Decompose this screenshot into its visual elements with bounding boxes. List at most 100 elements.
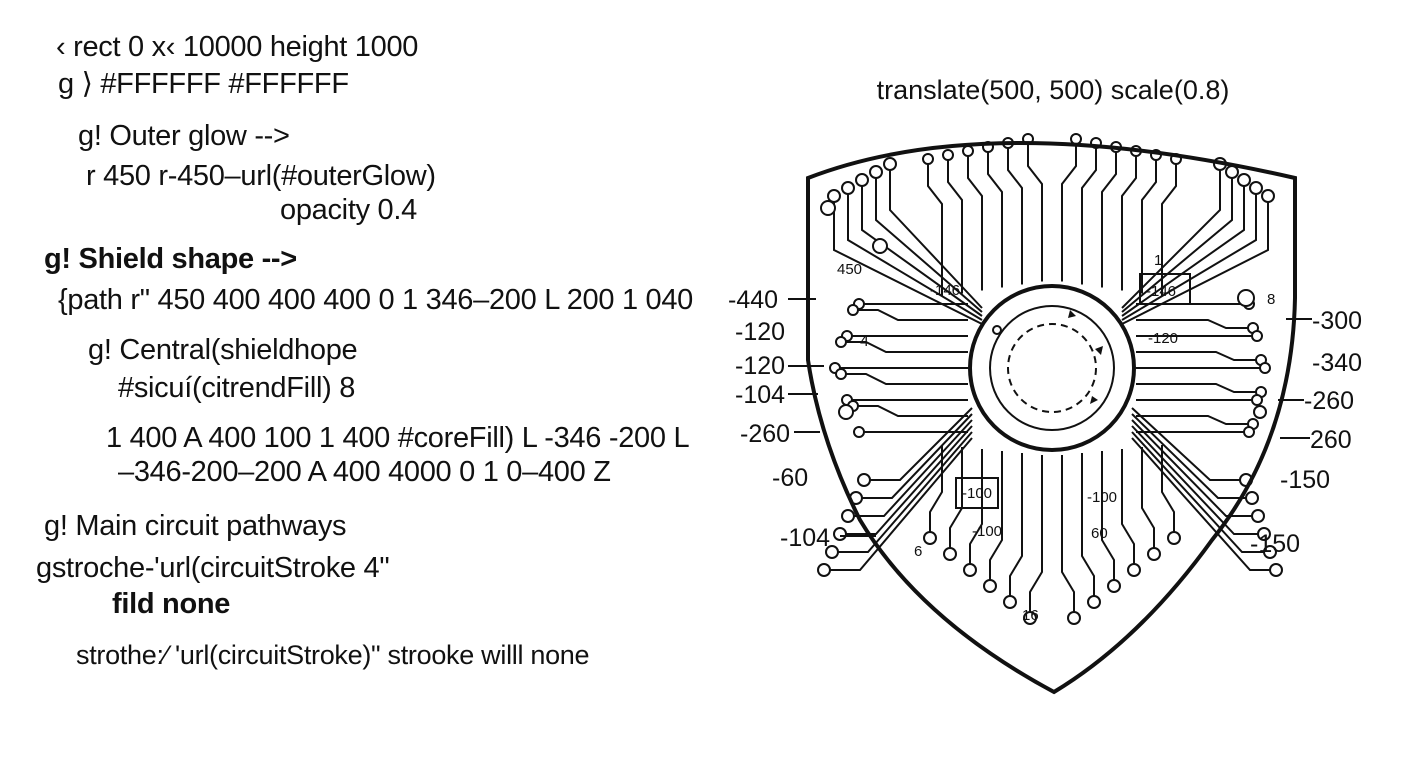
circuit-node — [857, 473, 871, 487]
circuit-node — [1167, 531, 1181, 545]
circuit-trace — [1136, 319, 1248, 329]
right-axis-labels: -300 -340 -260 260 -150 -150 — [1250, 307, 1362, 558]
circuit-trace — [1061, 455, 1075, 612]
label-box — [1139, 273, 1191, 305]
inner-labels: 450 -146 1 -146 8 4 -120 -100 -100 -100 … — [837, 252, 1275, 624]
circuit-trace — [1136, 415, 1248, 425]
circuit-trace — [846, 341, 968, 353]
inner-label: 16 — [1022, 607, 1039, 624]
circuit-trace — [1121, 194, 1257, 321]
circuit-trace — [989, 451, 1003, 580]
inner-label: 450 — [837, 261, 862, 278]
circuit-node — [962, 145, 974, 157]
circuit-trace — [1131, 437, 1270, 571]
circuit-node — [983, 579, 997, 593]
circuit-node — [817, 563, 831, 577]
right-label: 260 — [1310, 426, 1352, 454]
circuit-node — [1237, 289, 1255, 307]
circuit-trace — [854, 419, 973, 517]
circuit-trace — [830, 437, 973, 571]
code-line-shield-path: {path r" 450 400 400 400 0 1 346–200 L 2… — [58, 284, 694, 316]
circuit-node — [869, 165, 883, 179]
circuit-trace — [927, 164, 943, 297]
right-label: -300 — [1312, 307, 1362, 335]
circuit-node — [1127, 563, 1141, 577]
circuit-trace — [858, 309, 968, 321]
circuit-node — [1237, 173, 1251, 187]
circuit-trace — [947, 160, 963, 294]
code-line-fill: g ⟩ #FFFFFF #FFFFFF — [58, 68, 349, 100]
circuit-node — [872, 238, 888, 254]
core-arrow-icon — [1068, 310, 1076, 318]
inner-label-boxes — [955, 273, 1191, 509]
circuit-node — [1251, 509, 1265, 523]
right-label: -150 — [1280, 466, 1330, 494]
core-dashed-ring — [1007, 323, 1097, 413]
inner-label: -100 — [972, 523, 1002, 540]
circuit-node — [943, 547, 957, 561]
code-line-central-fill: #sicuí(citrendFill) 8 — [118, 372, 356, 404]
core-outer-ring — [968, 284, 1136, 452]
right-label: -260 — [1304, 387, 1354, 415]
circuit-node — [1107, 579, 1121, 593]
circuit-node — [853, 426, 865, 438]
circuit-trace — [1141, 447, 1155, 548]
code-line-circuit-comment: g! Main circuit pathways — [44, 510, 347, 542]
circuit-trace — [1101, 152, 1117, 288]
circuit-trace — [838, 431, 973, 553]
circuit-trace — [1009, 453, 1023, 596]
left-label: -260 — [740, 420, 790, 448]
circuit-trace — [1007, 148, 1023, 285]
core-arrow-icon — [1090, 396, 1098, 404]
shield-svg: translate(500, 500) scale(0.8) -440 -120… — [728, 75, 1362, 695]
circuit-trace — [846, 373, 968, 385]
inner-label: 1 — [1154, 252, 1162, 269]
code-line-shield-comment: g! Shield shape --> — [44, 243, 297, 275]
code-line-circuit-stroke: gstroche-'url(circuitStroke 4" — [36, 552, 390, 584]
circuit-trace — [1081, 453, 1095, 596]
circuit-trace — [1131, 413, 1246, 499]
label-box — [955, 477, 999, 509]
circuit-trace — [846, 425, 973, 535]
inner-label: -146 — [930, 282, 960, 299]
code-line-rect: ‹ rect 0 x‹ 10000 height 1000 — [56, 31, 419, 63]
circuit-node — [1070, 133, 1082, 145]
circuit-trace — [929, 445, 943, 532]
code-line-outer-glow-circle: r 450 r-450–url(#outerGlow) — [86, 160, 436, 192]
circuit-trace — [1101, 451, 1115, 580]
circuit-trace — [967, 156, 983, 291]
circuit-node — [835, 368, 847, 380]
circuit-trace — [1131, 407, 1240, 481]
circuit-trace — [1161, 164, 1177, 297]
circuit-node — [922, 153, 934, 165]
circuit-trace — [1029, 455, 1043, 612]
inner-label: 8 — [1267, 291, 1275, 308]
circuit-trace — [1081, 148, 1097, 285]
left-label: -120 — [735, 352, 785, 380]
core-node — [992, 325, 1002, 335]
circuit-node — [1023, 611, 1037, 625]
left-label: -60 — [772, 464, 808, 492]
right-label: -340 — [1312, 349, 1362, 377]
circuit-trace — [969, 449, 983, 564]
code-line-core-path-1: 1 400 A 400 100 1 400 #coreFill) L -346 … — [106, 422, 690, 454]
circuit-node — [1263, 545, 1277, 559]
code-line-stroke-none: strothe:⁄ 'url(circuitStroke)" strooke w… — [76, 640, 590, 670]
circuit-trace — [1121, 186, 1245, 317]
central-core — [968, 284, 1136, 452]
circuit-node — [1147, 547, 1161, 561]
inner-label: -100 — [1087, 489, 1117, 506]
circuit-trace — [858, 405, 968, 417]
circuit-node — [1261, 189, 1275, 203]
circuit-node — [855, 173, 869, 187]
circuit-node — [1257, 527, 1271, 541]
circuit-trace — [1136, 351, 1256, 361]
circuit-shield-diagram: translate(500, 500) scale(0.8) -440 -120… — [700, 60, 1400, 720]
circuit-trace — [847, 194, 983, 321]
right-label-leaders — [1278, 318, 1312, 439]
circuit-node — [827, 189, 841, 203]
circuit-trace — [1061, 144, 1077, 282]
circuit-trace — [1121, 202, 1269, 325]
circuit-node — [883, 157, 897, 171]
right-label: -150 — [1250, 530, 1300, 558]
